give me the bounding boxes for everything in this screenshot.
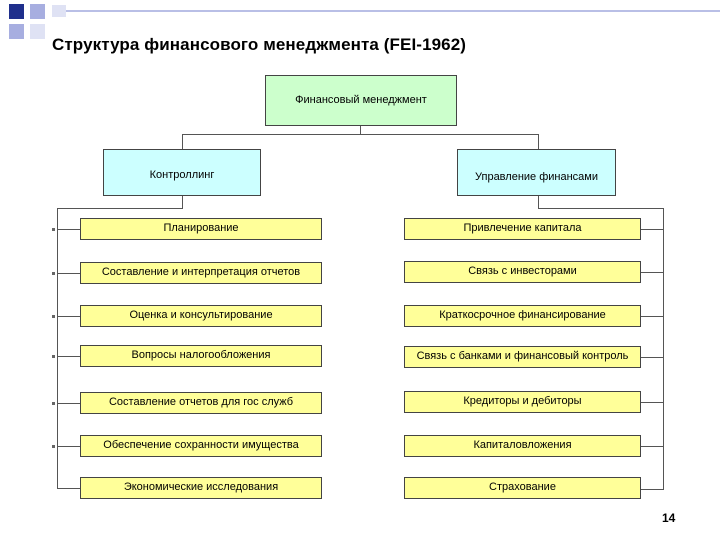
branch-node-finance-management: Управление финансами [457,149,616,196]
connector-tick [52,402,55,405]
connector-line [641,229,664,230]
page-title: Структура финансового менеджмента (FEI-1… [52,35,467,54]
connector-line [57,273,80,274]
connector-line [57,446,80,447]
connector-line [57,316,80,317]
root-node: Финансовый менеджмент [265,75,457,126]
right-item: Привлечение капитала [404,218,641,240]
left-item: Вопросы налогообложения [80,345,322,367]
connector-line [641,357,664,358]
decor-square [9,4,24,19]
right-item: Страхование [404,477,641,499]
right-item: Капиталовложения [404,435,641,457]
connector-tick [52,315,55,318]
connector-tick [52,228,55,231]
left-item: Составление отчетов для гос служб [80,392,322,414]
connector-line [641,402,664,403]
left-item: Составление и интерпретация отчетов [80,262,322,284]
connector-line [57,208,58,489]
connector-line [641,446,664,447]
left-item: Обеспечение сохранности имущества [80,435,322,457]
right-item: Связь с инвесторами [404,261,641,283]
connector-line [57,488,80,489]
connector-line [641,272,664,273]
connector-tick [52,272,55,275]
connector-line [57,208,183,209]
connector-line [57,229,80,230]
connector-line [360,126,361,135]
connector-line [538,196,539,209]
connector-line [641,316,664,317]
right-item: Краткосрочное финансирование [404,305,641,327]
right-item: Связь с банками и финансовый контроль [404,346,641,368]
left-item: Оценка и консультирование [80,305,322,327]
left-item: Экономические исследования [80,477,322,499]
page-number: 14 [662,511,676,525]
branch-node-controlling: Контроллинг [103,149,261,196]
right-item: Кредиторы и дебиторы [404,391,641,413]
decor-bar [66,10,720,12]
connector-line [182,196,183,209]
connector-line [182,134,183,149]
connector-line [57,403,80,404]
decor-square [30,24,45,39]
decor-square [30,4,45,19]
left-item: Планирование [80,218,322,240]
connector-line [57,356,80,357]
connector-tick [52,355,55,358]
decor-square [52,5,66,17]
connector-line [538,208,664,209]
decor-square [9,24,24,39]
connector-tick [52,445,55,448]
connector-line [538,134,539,149]
connector-line [663,208,664,490]
connector-line [641,489,664,490]
connector-line [182,134,539,135]
